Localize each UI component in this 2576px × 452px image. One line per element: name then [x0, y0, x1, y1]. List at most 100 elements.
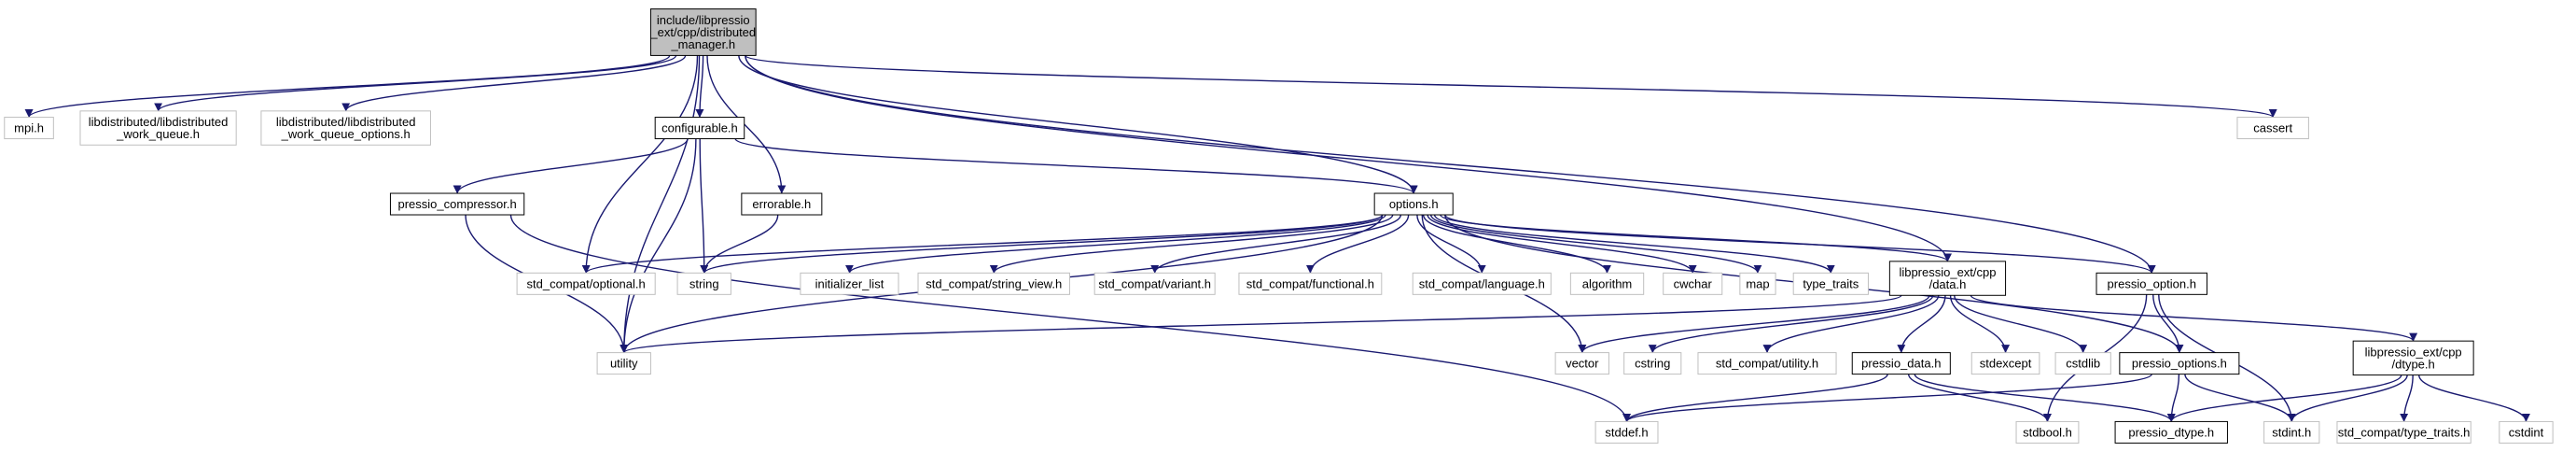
node-sctypetraits: std_compat/type_traits.h — [2336, 420, 2472, 444]
node-box — [654, 117, 745, 140]
node-box — [2352, 340, 2474, 376]
node-optional: std_compat/optional.h — [516, 272, 656, 295]
edge-dtypeh-to-stdint — [2287, 374, 2408, 422]
edge-configurable-to-string — [699, 138, 709, 274]
node-box — [516, 272, 656, 295]
node-box — [389, 192, 525, 216]
edge-configurable-to-options — [734, 137, 1418, 194]
node-box — [1554, 352, 1609, 375]
edge-dtypeh-to-sctypetraits — [2400, 374, 2414, 422]
node-box — [1970, 352, 2040, 375]
node-pdata[interactable]: pressio_data.h — [1851, 352, 1951, 375]
node-label: libpressio_ext/cpp — [1899, 265, 1996, 279]
edge-poptions-to-pdtype — [2166, 374, 2180, 422]
node-stdexcept: stdexcept — [1970, 352, 2040, 375]
node-label: pressio_compressor.h — [398, 197, 517, 211]
edge-root-to-mpi — [24, 54, 671, 119]
node-label: cstdlib — [2066, 357, 2100, 371]
edge-root-to-optional — [581, 55, 699, 274]
node-compressor[interactable]: pressio_compressor.h — [389, 192, 525, 216]
node-label: cstdint — [2509, 425, 2544, 439]
node-box — [4, 117, 54, 140]
edge-errorable-to-string — [700, 214, 779, 274]
node-box — [1412, 272, 1552, 295]
node-label: map — [1746, 276, 1769, 290]
node-box — [260, 110, 431, 146]
node-pdtype[interactable]: pressio_dtype.h — [2114, 420, 2228, 444]
edge-options-to-initlist — [845, 214, 1386, 274]
node-options[interactable]: options.h — [1373, 192, 1454, 216]
node-box — [676, 272, 731, 295]
node-ldwqo: libdistributed/libdistributed_work_queue… — [260, 110, 431, 146]
node-box — [1792, 272, 1869, 295]
edge-data-to-cstring — [1648, 295, 1934, 354]
edge-dtypeh-to-cstdint — [2417, 374, 2530, 422]
node-label: libpressio_ext/cpp — [2365, 345, 2462, 359]
edge-compressor-to-stddef — [509, 215, 1631, 422]
node-box — [741, 192, 823, 216]
edge-data-to-dtypeh — [1970, 294, 2417, 342]
node-label: initializer_list — [815, 276, 884, 290]
node-label: _work_queue_options.h — [281, 127, 411, 141]
node-functional: std_compat/functional.h — [1238, 272, 1383, 295]
edge-options-to-cwchar — [1427, 214, 1697, 274]
node-configurable[interactable]: configurable.h — [654, 117, 745, 140]
edge-root-to-utility — [620, 55, 701, 354]
node-strview: std_compat/string_view.h — [917, 272, 1070, 295]
edge-poptions-to-stdint — [2184, 374, 2296, 422]
node-box — [1697, 352, 1837, 375]
node-map: map — [1739, 272, 1776, 295]
node-initlist: initializer_list — [800, 272, 899, 295]
node-mpi: mpi.h — [4, 117, 54, 140]
node-box — [1623, 352, 1682, 375]
node-label: _manager.h — [670, 37, 735, 51]
node-algorithm: algorithm — [1569, 272, 1645, 295]
header-nodes: include/libpressio_ext/cpp/distributed_m… — [4, 8, 2554, 444]
node-root[interactable]: include/libpressio_ext/cpp/distributed_m… — [649, 8, 757, 56]
node-vector: vector — [1554, 352, 1609, 375]
node-label: stdbool.h — [2023, 425, 2072, 439]
node-errorable[interactable]: errorable.h — [741, 192, 823, 216]
node-label: std_compat/utility.h — [1716, 357, 1818, 371]
edge-poptions-to-stddef — [1622, 373, 2152, 423]
node-box — [1238, 272, 1383, 295]
node-stdbool: stdbool.h — [2015, 420, 2080, 444]
node-poptions[interactable]: pressio_options.h — [2119, 352, 2240, 375]
node-label: libdistributed/libdistributed — [89, 115, 229, 129]
edge-data-to-utility — [620, 294, 1902, 354]
edge-root-to-ldwqo — [341, 55, 687, 112]
node-stddef: stddef.h — [1594, 420, 1659, 444]
node-box — [917, 272, 1070, 295]
node-box — [2499, 420, 2554, 444]
node-label: configurable.h — [661, 121, 738, 135]
node-box — [79, 110, 237, 146]
node-label: std_compat/type_traits.h — [2338, 425, 2471, 439]
node-box — [649, 8, 757, 56]
node-box — [1663, 272, 1723, 295]
edge-options-to-functional — [1305, 214, 1410, 274]
node-box — [2015, 420, 2080, 444]
edge-options-to-strview — [989, 214, 1394, 274]
edge-options-to-optional — [581, 214, 1384, 274]
node-cstdlib: cstdlib — [2054, 352, 2111, 375]
node-label: vector — [1566, 357, 1599, 371]
node-label: mpi.h — [14, 121, 44, 135]
node-dtypeh[interactable]: libpressio_ext/cpp/dtype.h — [2352, 340, 2474, 376]
node-data[interactable]: libpressio_ext/cpp/data.h — [1888, 261, 2007, 296]
node-typetraits: type_traits — [1792, 272, 1869, 295]
node-box — [2336, 420, 2472, 444]
node-label: /dtype.h — [2392, 357, 2435, 371]
node-cstdint: cstdint — [2499, 420, 2554, 444]
edge-root-to-configurable — [695, 55, 704, 119]
edge-options-to-typetraits — [1433, 214, 1835, 274]
node-label: std_compat/variant.h — [1098, 276, 1211, 290]
node-stdint: stdint.h — [2263, 420, 2320, 444]
node-poption[interactable]: pressio_option.h — [2096, 272, 2207, 295]
node-label: _work_queue.h — [116, 127, 200, 141]
edge-data-to-scutility — [1762, 295, 1940, 354]
node-box — [2054, 352, 2111, 375]
node-label: string — [689, 276, 719, 290]
node-label: type_traits — [1803, 276, 1859, 290]
node-box — [1888, 261, 2007, 296]
